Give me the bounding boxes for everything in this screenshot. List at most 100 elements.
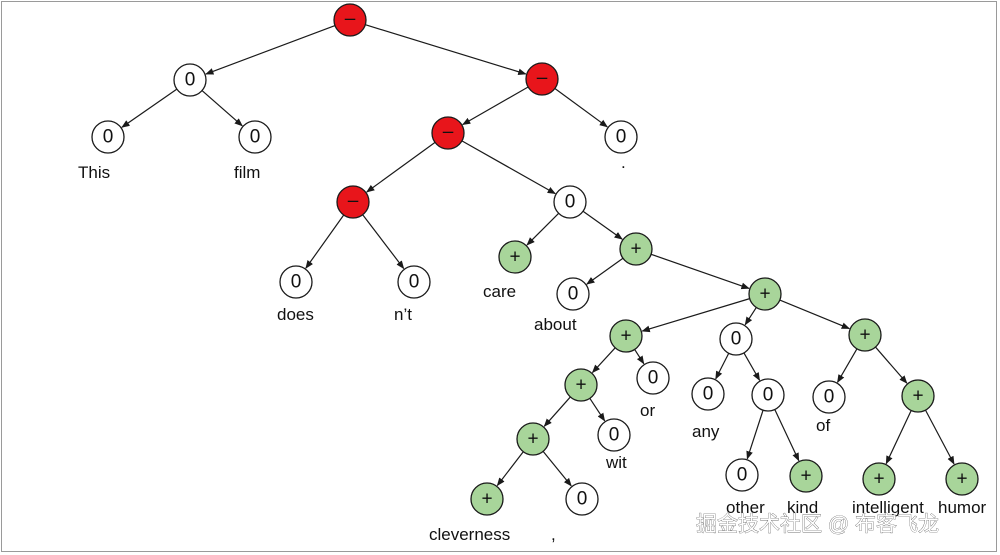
- word-label-period: .: [621, 153, 626, 172]
- tree-node-cc: +: [516, 422, 550, 456]
- neutral-node-circle: [91, 120, 125, 154]
- tree-node-does: 0: [279, 265, 313, 299]
- edge-ok-other: [746, 410, 764, 460]
- node-sentiment-label: 0: [185, 70, 196, 91]
- tree-node-or: 0: [636, 361, 670, 395]
- node-sentiment-label: +: [630, 239, 641, 260]
- tree-node-doesnt: –: [336, 185, 370, 219]
- tree-node-root: –: [333, 3, 367, 37]
- word-label-wit: wit: [605, 453, 627, 472]
- positive-node-circle: [609, 319, 643, 353]
- node-sentiment-label: 0: [763, 385, 774, 406]
- tree-node-nt: 0: [397, 265, 431, 299]
- edge-doesnt-nt: [362, 214, 405, 270]
- edge-rest-clause: [462, 86, 529, 126]
- neutral-node-circle: [556, 277, 590, 311]
- word-label-does: does: [277, 305, 314, 324]
- node-sentiment-label: 0: [577, 489, 588, 510]
- edge-anyok-ok: [743, 352, 761, 381]
- node-sentiment-label: 0: [103, 127, 114, 148]
- positive-node-circle: [470, 482, 504, 516]
- edge-ofih-ih: [875, 346, 908, 384]
- negative-node-circle: [333, 3, 367, 37]
- tree-node-anyok: 0: [719, 322, 753, 356]
- neutral-node-circle: [397, 265, 431, 299]
- word-label-humor: humor: [938, 498, 987, 517]
- tree-node-about: 0: [556, 277, 590, 311]
- word-label-cleverness: cleverness: [429, 525, 510, 544]
- edge-cw-wit: [589, 398, 606, 422]
- neutral-node-circle: [173, 63, 207, 97]
- node-sentiment-label: 0: [291, 272, 302, 293]
- node-sentiment-label: +: [575, 375, 586, 396]
- positive-node-circle: [945, 462, 979, 496]
- tree-node-cwo: +: [609, 319, 643, 353]
- tree-node-ofih: +: [848, 318, 882, 352]
- neutral-node-circle: [691, 377, 725, 411]
- neutral-node-circle: [553, 185, 587, 219]
- edge-root-rest: [365, 24, 527, 75]
- word-label-or: or: [640, 401, 655, 420]
- tree-node-of: 0: [812, 380, 846, 414]
- node-sentiment-label: 0: [737, 465, 748, 486]
- word-label-any: any: [692, 422, 720, 441]
- positive-node-circle: [789, 459, 823, 493]
- edge-cwo-or: [634, 349, 645, 365]
- negative-node-circle: [525, 62, 559, 96]
- tree-node-wit: 0: [597, 418, 631, 452]
- word-label-other: other: [726, 498, 765, 517]
- neutral-node-circle: [636, 361, 670, 395]
- tree-node-other: 0: [725, 458, 759, 492]
- node-sentiment-label: 0: [703, 384, 714, 405]
- node-sentiment-label: +: [859, 325, 870, 346]
- tree-node-comma: 0: [565, 482, 599, 516]
- neutral-node-circle: [725, 458, 759, 492]
- edges-layer: [121, 24, 955, 487]
- neutral-node-circle: [238, 120, 272, 154]
- edge-rest-period: [554, 87, 608, 128]
- neutral-node-circle: [279, 265, 313, 299]
- edge-cc-cleverness: [496, 451, 524, 487]
- edge-thisfilm-this: [121, 88, 178, 128]
- positive-node-circle: [748, 277, 782, 311]
- tree-node-any: 0: [691, 377, 725, 411]
- node-sentiment-label: +: [956, 469, 967, 490]
- neutral-node-circle: [812, 380, 846, 414]
- node-sentiment-label: 0: [609, 425, 620, 446]
- edge-aboutphrase-about: [586, 257, 624, 285]
- node-sentiment-label: +: [481, 489, 492, 510]
- tree-node-clause: –: [431, 116, 465, 150]
- positive-node-circle: [516, 422, 550, 456]
- tree-node-ok: 0: [751, 378, 785, 412]
- tree-node-kind: +: [789, 459, 823, 493]
- neutral-node-circle: [719, 322, 753, 356]
- negative-node-circle: [336, 185, 370, 219]
- positive-node-circle: [564, 368, 598, 402]
- word-label-intelligent: intelligent: [852, 498, 924, 517]
- node-sentiment-label: –: [537, 68, 548, 89]
- node-sentiment-label: –: [345, 9, 356, 30]
- neutral-node-circle: [604, 120, 638, 154]
- tree-node-vp: 0: [553, 185, 587, 219]
- word-label-film: film: [234, 163, 260, 182]
- edge-vp-aboutphrase: [582, 210, 623, 240]
- node-sentiment-label: –: [443, 122, 454, 143]
- negative-node-circle: [431, 116, 465, 150]
- edge-cw-cc: [543, 396, 571, 427]
- tree-node-intelligent: +: [862, 462, 896, 496]
- edge-vp-care: [526, 212, 560, 246]
- tree-node-thisfilm: 0: [173, 63, 207, 97]
- edge-np-anyok: [744, 307, 757, 326]
- edge-thisfilm-film: [201, 90, 243, 127]
- word-label-nt: n’t: [394, 305, 412, 324]
- word-label-this: This: [78, 163, 110, 182]
- edge-ok-kind: [774, 409, 800, 462]
- node-sentiment-label: +: [509, 247, 520, 268]
- edge-anyok-any: [715, 352, 730, 380]
- node-sentiment-label: 0: [824, 387, 835, 408]
- node-sentiment-label: 0: [568, 284, 579, 305]
- edge-ofih-of: [837, 348, 858, 384]
- node-sentiment-label: 0: [731, 329, 742, 350]
